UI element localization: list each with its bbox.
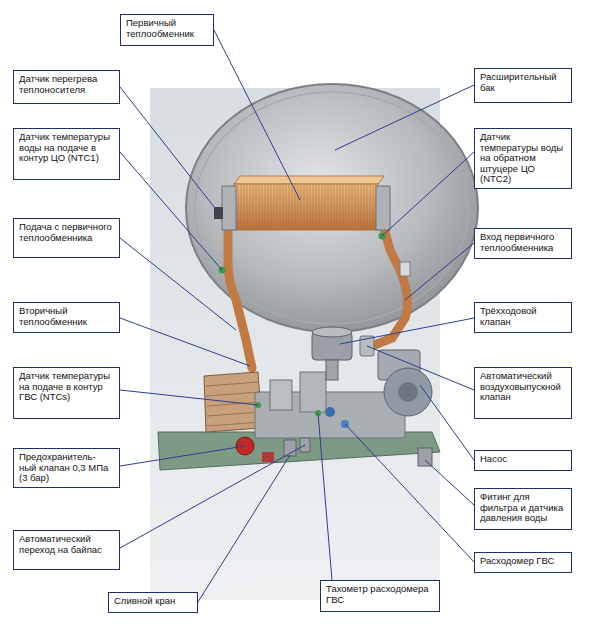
callout-label: Вход первичного теплообменника <box>480 232 566 253</box>
exchanger-cap <box>376 186 390 230</box>
callout-box: Фитинг для фильтра и датчика давления во… <box>474 488 572 530</box>
leader-line <box>120 445 305 548</box>
callout-box: Вход первичного теплообменника <box>474 228 572 259</box>
leader-line <box>120 152 222 270</box>
filter-fitting <box>418 448 432 466</box>
callout-box: Трёхходовой клапан <box>474 302 572 333</box>
valve-body <box>300 372 326 412</box>
callout-box: Автоматический переход на байпас <box>13 530 120 570</box>
callout-box: Автоматический воздуховыпускной клапан <box>474 367 572 419</box>
callout-box: Датчик температуры на подаче в контур ГВ… <box>13 367 120 419</box>
valve-body <box>270 380 292 410</box>
callout-box: Расходомер ГВС <box>474 552 572 573</box>
callout-label: Фитинг для фильтра и датчика давления во… <box>480 492 566 524</box>
callout-box: Насос <box>474 450 572 471</box>
callout-label: Автоматический воздуховыпускной клапан <box>480 371 566 403</box>
pipe-clip <box>400 262 410 276</box>
leader-line <box>120 87 218 212</box>
leader-line <box>120 318 250 366</box>
callout-label: Датчик температуры воды на обратном штуц… <box>480 132 566 185</box>
callout-box: Сливной кран <box>108 592 198 613</box>
heat-exchanger-top <box>234 176 384 184</box>
callout-box: Датчик перегрева теплоносителя <box>13 70 120 104</box>
return-pipe <box>372 228 408 346</box>
callout-box: Расширительный бак <box>474 68 572 103</box>
leader-line <box>335 85 474 150</box>
callout-label: Датчик температуры на подаче в контур ГВ… <box>19 371 114 403</box>
leader-line <box>120 238 236 330</box>
leader-line <box>367 346 474 390</box>
leader-line <box>120 446 245 466</box>
leader-line <box>318 413 332 580</box>
leader-line <box>425 460 474 505</box>
callout-box: Датчик температуры воды на подаче в конт… <box>13 128 120 180</box>
callout-label: Расширительный бак <box>480 72 566 93</box>
callout-label: Вторичный теплообменник <box>19 306 114 327</box>
pump-hub <box>398 382 418 402</box>
motor-top <box>312 327 352 337</box>
callout-box: Датчик температуры воды на обратном штуц… <box>474 128 572 189</box>
callout-box: Тахометр расходомера ГВС <box>320 580 440 612</box>
leader-lines <box>120 30 474 602</box>
plate-lines <box>206 382 262 426</box>
supply-pipe <box>228 228 252 368</box>
callout-label: Датчик температуры воды на подаче в конт… <box>19 132 114 164</box>
callout-label: Тахометр расходомера ГВС <box>326 584 434 605</box>
leader-line <box>214 30 300 200</box>
pipe-stub <box>262 452 274 462</box>
leader-line <box>340 318 474 344</box>
callout-label: Трёхходовой клапан <box>480 306 566 327</box>
callout-box: Первичный теплообменник <box>120 14 214 46</box>
callout-label: Сливной кран <box>114 596 192 607</box>
callout-box: Предохранитель- ный клапан 0,3 МПа (3 ба… <box>13 448 120 488</box>
leader-line <box>405 243 474 300</box>
callout-label: Автоматический переход на байпас <box>19 534 114 555</box>
leader-line <box>382 152 474 236</box>
heat-exchanger-fins <box>234 184 378 230</box>
flow-meter-nut <box>325 407 335 417</box>
primary-heat-exchanger <box>234 184 378 230</box>
callout-box: Подача с первичного теплообменника <box>13 218 120 258</box>
callout-label: Предохранитель- ный клапан 0,3 МПа (3 ба… <box>19 452 114 484</box>
callout-box: Вторичный теплообменник <box>13 302 120 333</box>
callout-label: Насос <box>480 454 566 465</box>
leader-line <box>420 385 474 460</box>
exchanger-cap <box>222 186 236 230</box>
callout-label: Датчик перегрева теплоносителя <box>19 74 114 95</box>
callout-label: Расходомер ГВС <box>480 556 566 567</box>
callout-label: Первичный теплообменник <box>126 18 208 39</box>
leader-line <box>198 455 290 602</box>
valve-stem <box>326 360 338 380</box>
leader-line <box>120 390 258 405</box>
callout-label: Подача с первичного теплообменника <box>19 222 114 243</box>
leader-line <box>345 424 474 562</box>
